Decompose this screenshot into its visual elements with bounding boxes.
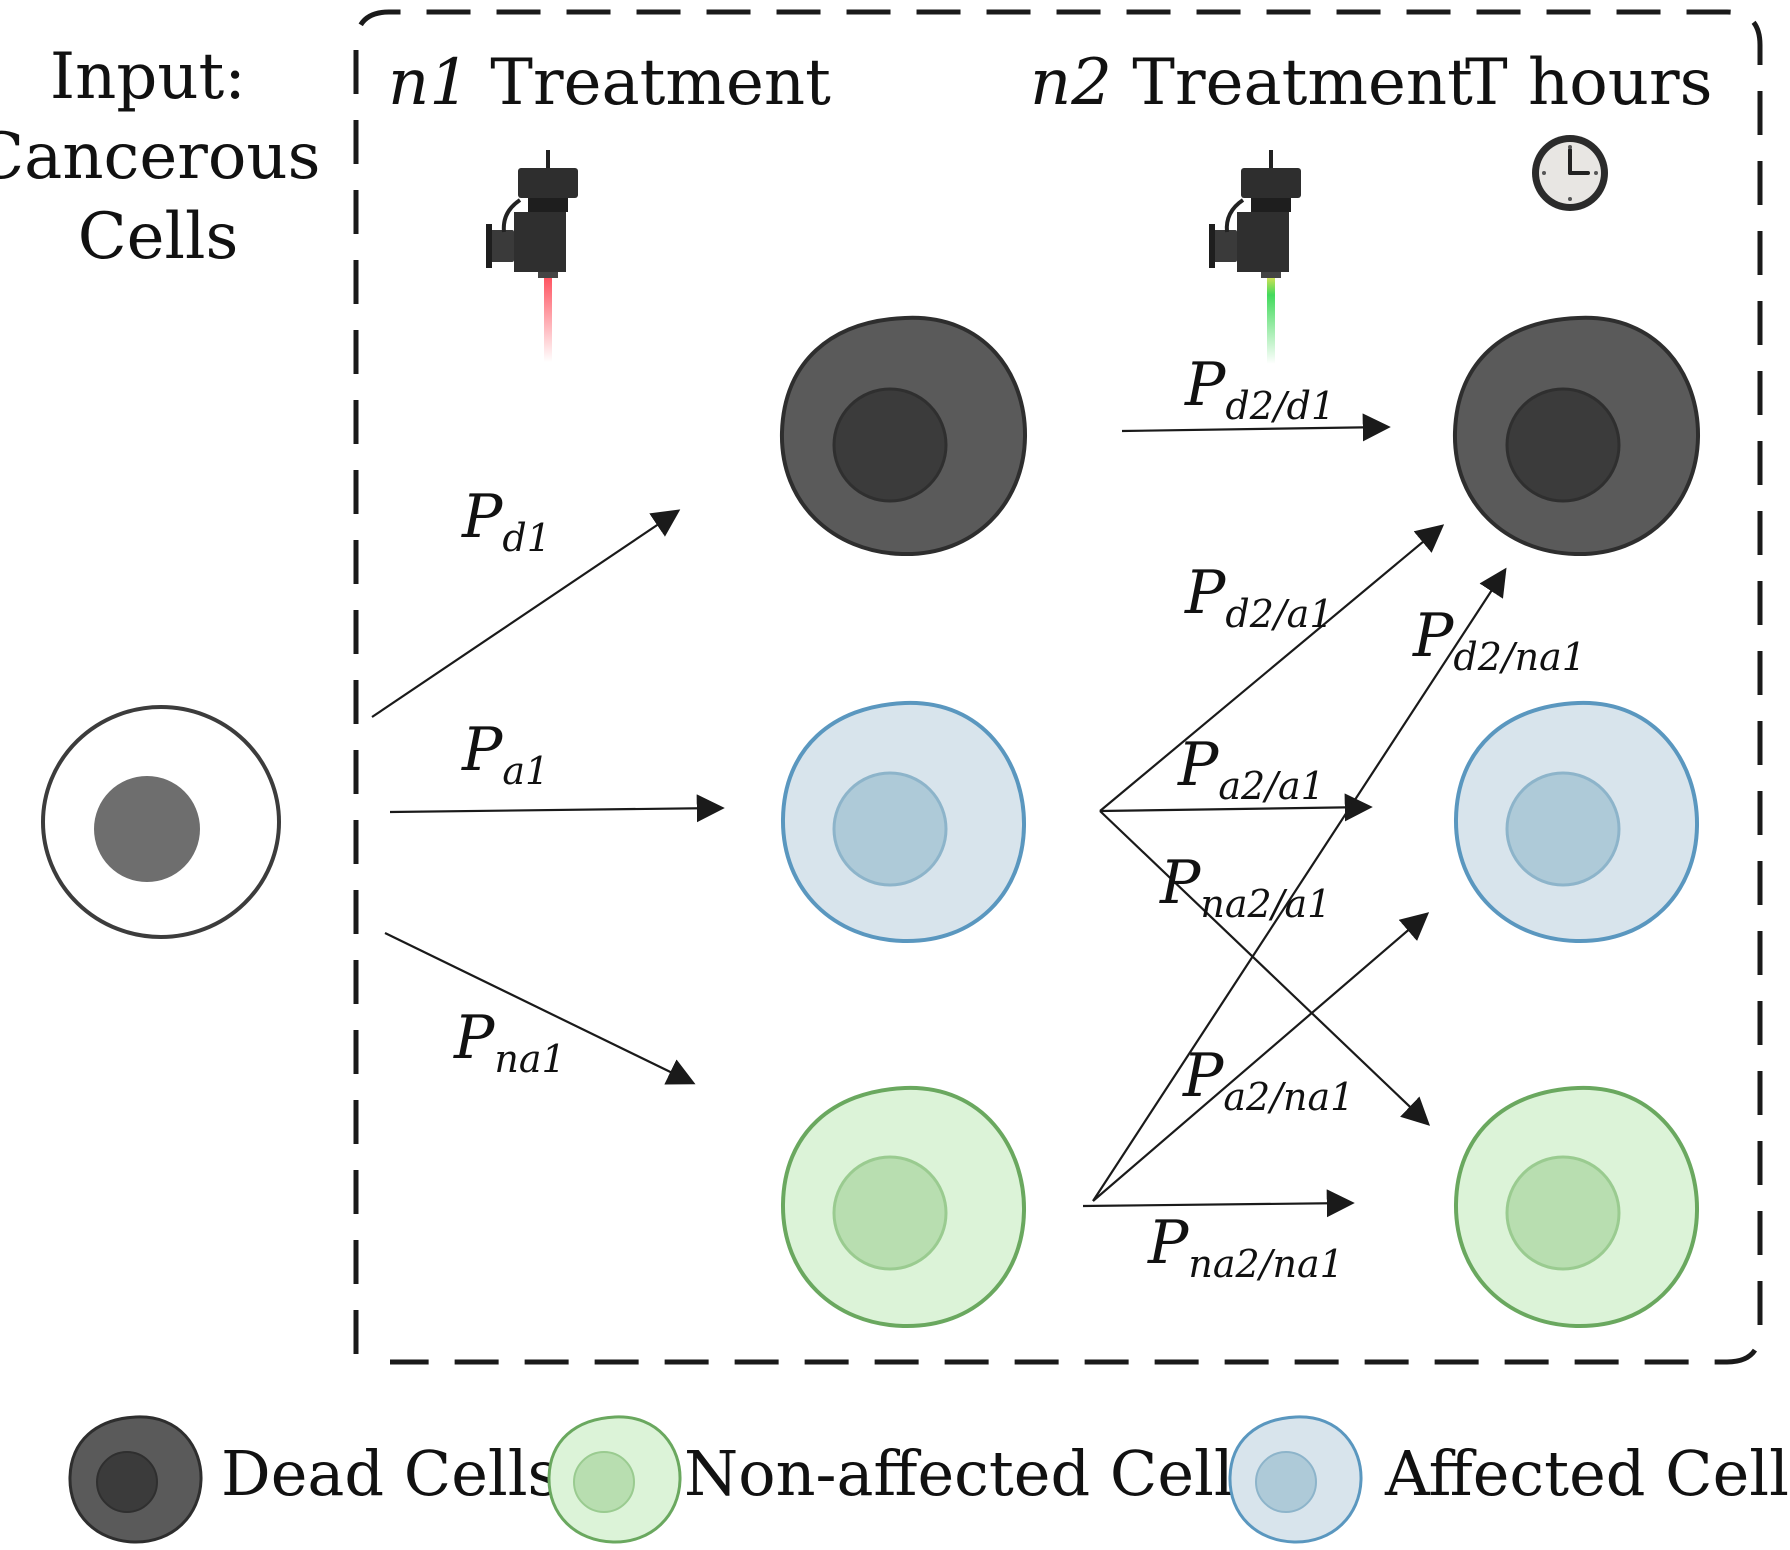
- input-cancerous-cell: [41, 705, 281, 939]
- arrow-input-to-nonaffected: [384, 932, 696, 1085]
- legend-nonaffected-swatch: [547, 1415, 682, 1544]
- prob-label-d1: Pd1: [461, 482, 551, 560]
- arrow-dead-to-dead: [1121, 413, 1391, 442]
- clock-icon: [1532, 135, 1608, 211]
- time-header: T hours: [1465, 46, 1712, 120]
- legend-nonaffected-label: Non-affected Cells: [684, 1437, 1266, 1510]
- legend-affected-swatch: [1228, 1415, 1363, 1544]
- process-boundary: [353, 9, 1763, 1365]
- n1-treatment-header: n1 Treatment: [388, 46, 831, 120]
- legend: Dead Cells Non-affected Cells Affected C…: [68, 1415, 1790, 1544]
- arrow-nonaffected-to-dead: [1092, 567, 1507, 1202]
- prob-label-na2-a1: Pna2/a1: [1159, 848, 1331, 926]
- prob-label-na2-na1: Pna2/na1: [1147, 1208, 1344, 1286]
- prob-label-a1: Pa1: [461, 715, 549, 793]
- dead-cell-after-n1: [779, 315, 1028, 557]
- affected-cell-after-n1: [780, 700, 1027, 944]
- prob-label-d2-na1: Pd2/na1: [1412, 601, 1586, 679]
- arrow-input-to-affected: [389, 794, 725, 823]
- input-label: Input: Cancerous Cells: [0, 40, 341, 274]
- nonaffected-cell-after-n2: [1453, 1085, 1700, 1329]
- arrow-affected-to-nonaffected: [1099, 810, 1431, 1126]
- legend-dead-label: Dead Cells: [221, 1437, 559, 1510]
- dead-cell-after-n2: [1452, 315, 1701, 557]
- arrow-nonaffected-to-nonaffected: [1082, 1189, 1355, 1218]
- arrow-affected-to-affected: [1099, 793, 1373, 822]
- arrow-affected-to-dead: [1099, 524, 1445, 812]
- legend-affected-label: Affected Cells: [1384, 1437, 1790, 1510]
- prob-label-na1: Pna1: [453, 1003, 566, 1081]
- arrow-nonaffected-to-affected: [1092, 912, 1430, 1202]
- laser-emitter-icon: [1209, 150, 1301, 364]
- prob-label-d2-a1: Pd2/a1: [1184, 558, 1334, 636]
- prob-label-d2-d1: Pd2/d1: [1184, 350, 1335, 428]
- nonaffected-cell-after-n1: [780, 1085, 1027, 1329]
- arrow-input-to-dead: [371, 509, 681, 718]
- n2-treatment-header: n2 Treatment: [1030, 46, 1473, 120]
- affected-cell-after-n2: [1453, 700, 1700, 944]
- prob-label-a2-a1: Pa2/a1: [1177, 730, 1325, 808]
- legend-dead-swatch: [68, 1415, 203, 1544]
- prob-label-a2-na1: Pa2/na1: [1182, 1041, 1354, 1119]
- laser-emitter-icon: [486, 150, 578, 362]
